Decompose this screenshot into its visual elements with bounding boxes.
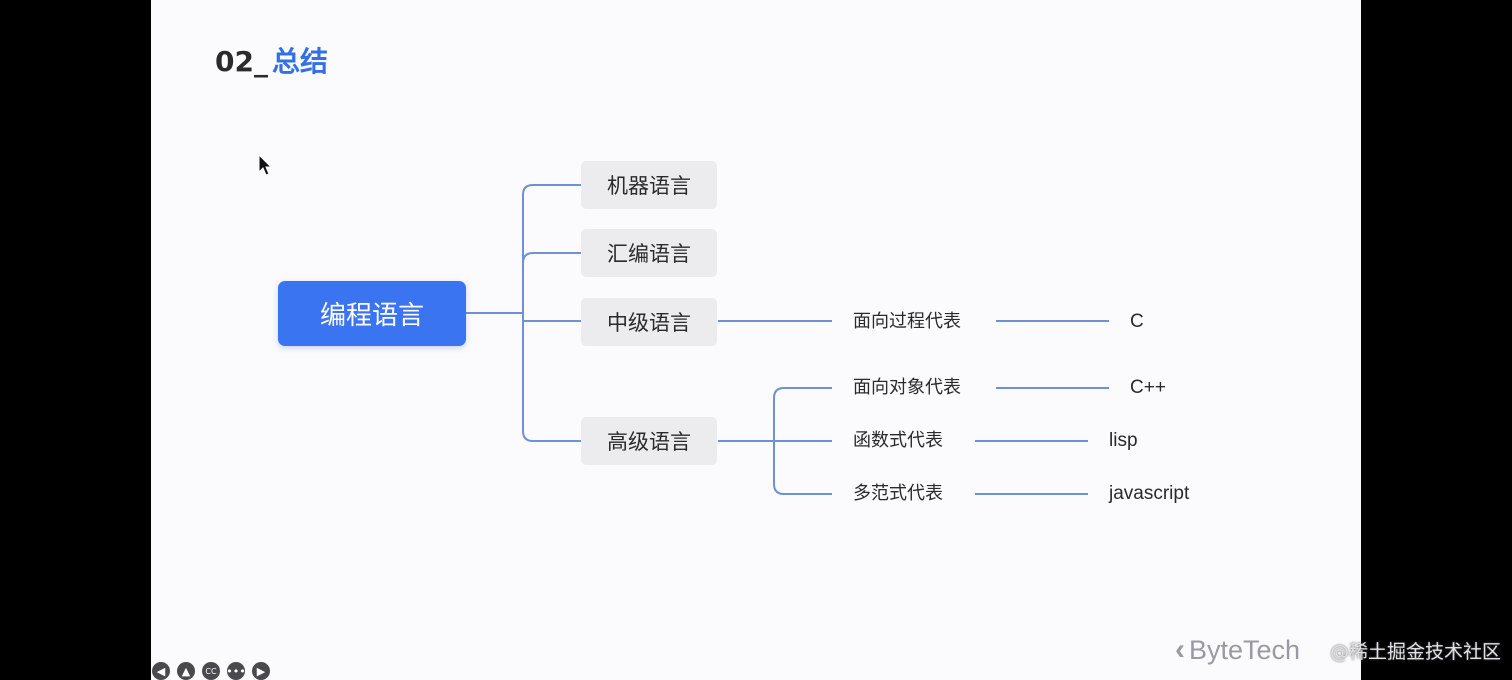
mindmap-root: 编程语言	[278, 281, 466, 346]
captions-icon[interactable]: CC	[202, 662, 220, 680]
leaf-multi-paradigm: 多范式代表	[853, 483, 943, 504]
slide: 02_总结 编程语言 机器语言 汇编语言 中级语言 高级语言 面向过程代表 C …	[151, 0, 1361, 680]
player-controls: ◀ ▲ CC ••• ▶	[152, 662, 270, 680]
next-icon[interactable]: ▶	[252, 662, 270, 680]
example-javascript: javascript	[1109, 483, 1190, 504]
watermark: @稀土掘金技术社区	[1330, 641, 1502, 663]
more-icon[interactable]: •••	[226, 662, 246, 680]
connector-assembly	[522, 252, 581, 264]
bytetech-logo-text: ByteTech	[1189, 634, 1301, 665]
node-assembly-language: 汇编语言	[581, 229, 717, 277]
mindmap-connectors	[466, 184, 1109, 495]
example-c: C	[1130, 311, 1144, 332]
example-cpp: C++	[1130, 377, 1166, 398]
leaf-functional: 函数式代表	[853, 430, 943, 451]
connector-trunk	[522, 184, 581, 442]
node-mid-level-language: 中级语言	[581, 298, 717, 346]
slide-title-text: 总结	[271, 45, 328, 78]
slide-title-number: 02_	[215, 45, 268, 78]
node-high-level-language: 高级语言	[581, 417, 717, 465]
bytetech-chevron-icon: ‹	[1175, 633, 1185, 666]
pointer-icon[interactable]: ▲	[177, 662, 195, 680]
slide-title: 02_总结	[215, 40, 328, 80]
leaf-procedural: 面向过程代表	[853, 311, 961, 332]
prev-icon[interactable]: ◀	[152, 662, 170, 680]
bytetech-logo: ‹ ByteTech	[1175, 633, 1300, 667]
example-lisp: lisp	[1109, 430, 1138, 451]
leaf-object-oriented: 面向对象代表	[853, 377, 961, 398]
mouse-cursor-icon	[258, 154, 273, 176]
node-machine-language: 机器语言	[581, 161, 717, 209]
